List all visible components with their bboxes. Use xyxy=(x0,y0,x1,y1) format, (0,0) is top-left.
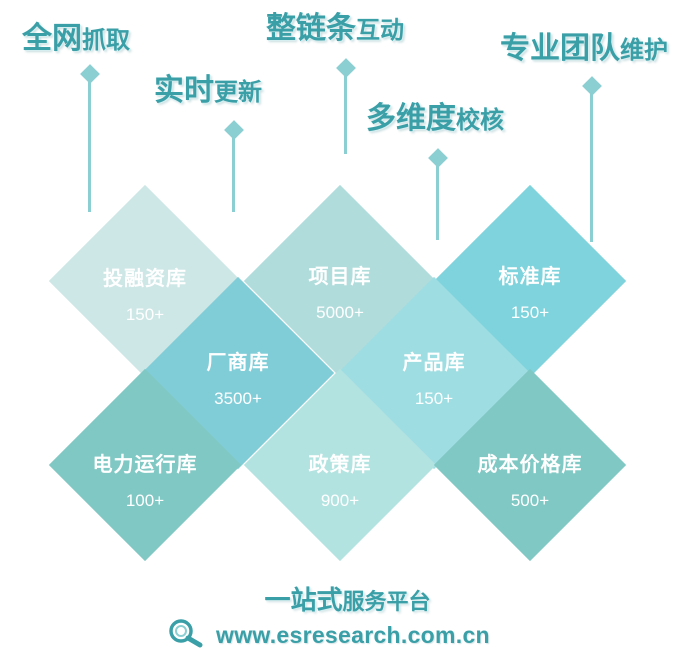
pin-line xyxy=(590,88,593,242)
tile-power-operation: 电力运行库 100+ xyxy=(60,454,230,509)
feature-main-text: 整链条 xyxy=(266,11,356,46)
tile-cost-price: 成本价格库 500+ xyxy=(445,454,615,509)
feature-sub-text: 互动 xyxy=(356,16,404,44)
feature-sub-text: 维护 xyxy=(620,36,668,64)
feature-main-text: 专业团队 xyxy=(500,31,620,66)
pin-head-diamond xyxy=(428,148,448,168)
slogan-main-text: 一站式 xyxy=(264,586,343,616)
website: www.esresearch.com.cn xyxy=(168,618,490,652)
pin-head-diamond xyxy=(336,58,356,78)
tile-project: 项目库 5000+ xyxy=(255,266,425,321)
search-icon xyxy=(168,618,204,652)
feature-realtime-update: 实时更新 xyxy=(154,76,262,106)
pin-head-diamond xyxy=(80,64,100,84)
pin-head-diamond xyxy=(582,76,602,96)
website-url: www.esresearch.com.cn xyxy=(216,621,490,648)
tile-name: 电力运行库 xyxy=(92,452,198,476)
tile-count: 150+ xyxy=(510,303,550,322)
feature-main-text: 多维度 xyxy=(366,101,456,136)
tile-name: 标准库 xyxy=(498,264,562,288)
pin-line xyxy=(436,160,439,240)
tile-product: 产品库 150+ xyxy=(349,352,519,407)
tile-name: 投融资库 xyxy=(103,266,187,290)
slogan: 一站式服务平台 xyxy=(0,588,695,614)
tile-count: 900+ xyxy=(320,491,360,510)
tile-standard: 标准库 150+ xyxy=(445,266,615,321)
feature-sub-text: 抓取 xyxy=(82,26,130,54)
feature-professional-team-maintenance: 专业团队维护 xyxy=(500,34,668,64)
tile-name: 厂商库 xyxy=(206,350,270,374)
tile-name: 成本价格库 xyxy=(477,452,583,476)
tile-name: 产品库 xyxy=(402,350,466,374)
tile-investment-financing: 投融资库 150+ xyxy=(60,268,230,323)
tile-count: 5000+ xyxy=(316,303,364,322)
feature-sub-text: 校核 xyxy=(456,106,504,134)
tile-count: 500+ xyxy=(510,491,550,510)
pin-line xyxy=(88,76,91,212)
pin-line xyxy=(344,70,347,154)
tile-manufacturer: 厂商库 3500+ xyxy=(153,352,323,407)
feature-main-text: 实时 xyxy=(154,73,214,108)
tile-name: 项目库 xyxy=(308,264,372,288)
feature-full-network-crawl: 全网抓取 xyxy=(22,24,130,54)
tile-count: 150+ xyxy=(414,389,454,408)
tile-policy: 政策库 900+ xyxy=(255,454,425,509)
tile-count: 100+ xyxy=(125,491,165,510)
tile-count: 150+ xyxy=(125,305,165,324)
tile-name: 政策库 xyxy=(308,452,372,476)
feature-full-chain-interaction: 整链条互动 xyxy=(266,14,404,44)
feature-sub-text: 更新 xyxy=(214,78,262,106)
slogan-sub-text: 服务平台 xyxy=(342,590,431,615)
tile-count: 3500+ xyxy=(214,389,262,408)
pin-line xyxy=(232,132,235,212)
feature-multi-dimension-check: 多维度校核 xyxy=(366,104,504,134)
pin-head-diamond xyxy=(224,120,244,140)
feature-main-text: 全网 xyxy=(22,21,82,56)
